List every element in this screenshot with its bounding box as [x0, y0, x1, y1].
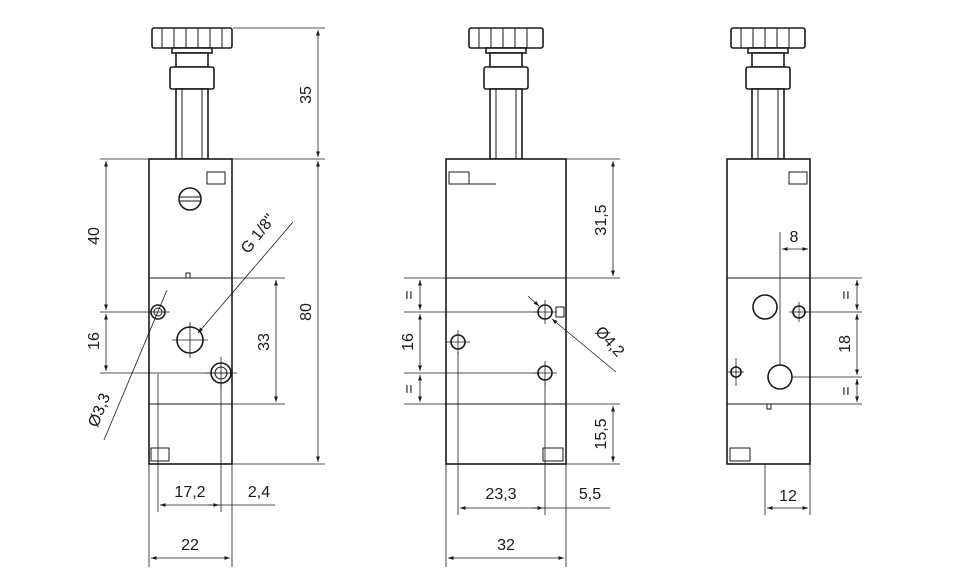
- side-thread-leader: [197, 221, 294, 334]
- side-dim-40-text: 40: [86, 227, 103, 245]
- side-hole-leader: [103, 289, 168, 441]
- front-port-left: [446, 330, 470, 354]
- front-dim-32-text: 32: [497, 537, 515, 554]
- side-extension-lines: [100, 27, 325, 567]
- front-dim-hole-text: Ø4,2: [591, 323, 627, 360]
- side-dim-22-text: 22: [181, 537, 199, 554]
- front-dim-31-5-text: 31,5: [593, 204, 610, 235]
- side-dim-hole-text: Ø3,3: [85, 391, 114, 430]
- front-dim-eq-top-text: =: [401, 290, 418, 299]
- rear-dim-18-text: 18: [837, 335, 854, 353]
- side-stem: [169, 52, 215, 160]
- front-view: 31,5 15,5 = 16 = Ø4,2 23,3 5,5 32: [400, 27, 627, 567]
- side-knob: [151, 27, 233, 54]
- rear-port-large-upper: [752, 294, 778, 320]
- rear-knob: [730, 27, 806, 54]
- front-dim-5-5-text: 5,5: [579, 486, 601, 503]
- side-port-thread: [172, 322, 208, 358]
- front-dim-23-3-text: 23,3: [485, 486, 516, 503]
- rear-port-large-lower: [767, 364, 793, 390]
- side-dim-80-text: 80: [298, 303, 315, 321]
- rear-dim-12-text: 12: [779, 488, 797, 505]
- side-view: 35 80 33 40 16 Ø3,3 G 1/8" 17,2 2,4 22: [85, 27, 325, 567]
- rear-dim-eq-top-text: =: [838, 290, 855, 299]
- rear-view: 8 = 18 = 12: [726, 27, 862, 515]
- front-hole-leader: [551, 318, 617, 373]
- side-screw: [178, 187, 202, 211]
- side-dim-35-text: 35: [298, 86, 315, 104]
- rear-dim-eq-bottom-text: =: [838, 386, 855, 395]
- rear-port-small-left: [728, 358, 744, 386]
- front-extension-lines: [404, 158, 620, 567]
- rear-extension-lines: [764, 232, 862, 515]
- front-dim-eq-bottom-text: =: [401, 384, 418, 393]
- side-dim-33-text: 33: [256, 333, 273, 351]
- rear-dim-8-text: 8: [790, 229, 799, 246]
- front-knob: [468, 27, 544, 54]
- side-dim-thread-text: G 1/8": [238, 211, 279, 257]
- side-dim-16-text: 16: [86, 332, 103, 350]
- side-dim-2-4-text: 2,4: [248, 484, 270, 501]
- side-dim-17-2-text: 17,2: [174, 484, 205, 501]
- front-dim-16-text: 16: [400, 333, 417, 351]
- front-port-lower: [533, 361, 557, 385]
- rear-stem: [745, 52, 791, 160]
- front-stem: [483, 52, 529, 160]
- front-dim-15-5-text: 15,5: [593, 418, 610, 449]
- front-tab: [555, 306, 565, 318]
- front-hole-leader-tick: [527, 295, 540, 307]
